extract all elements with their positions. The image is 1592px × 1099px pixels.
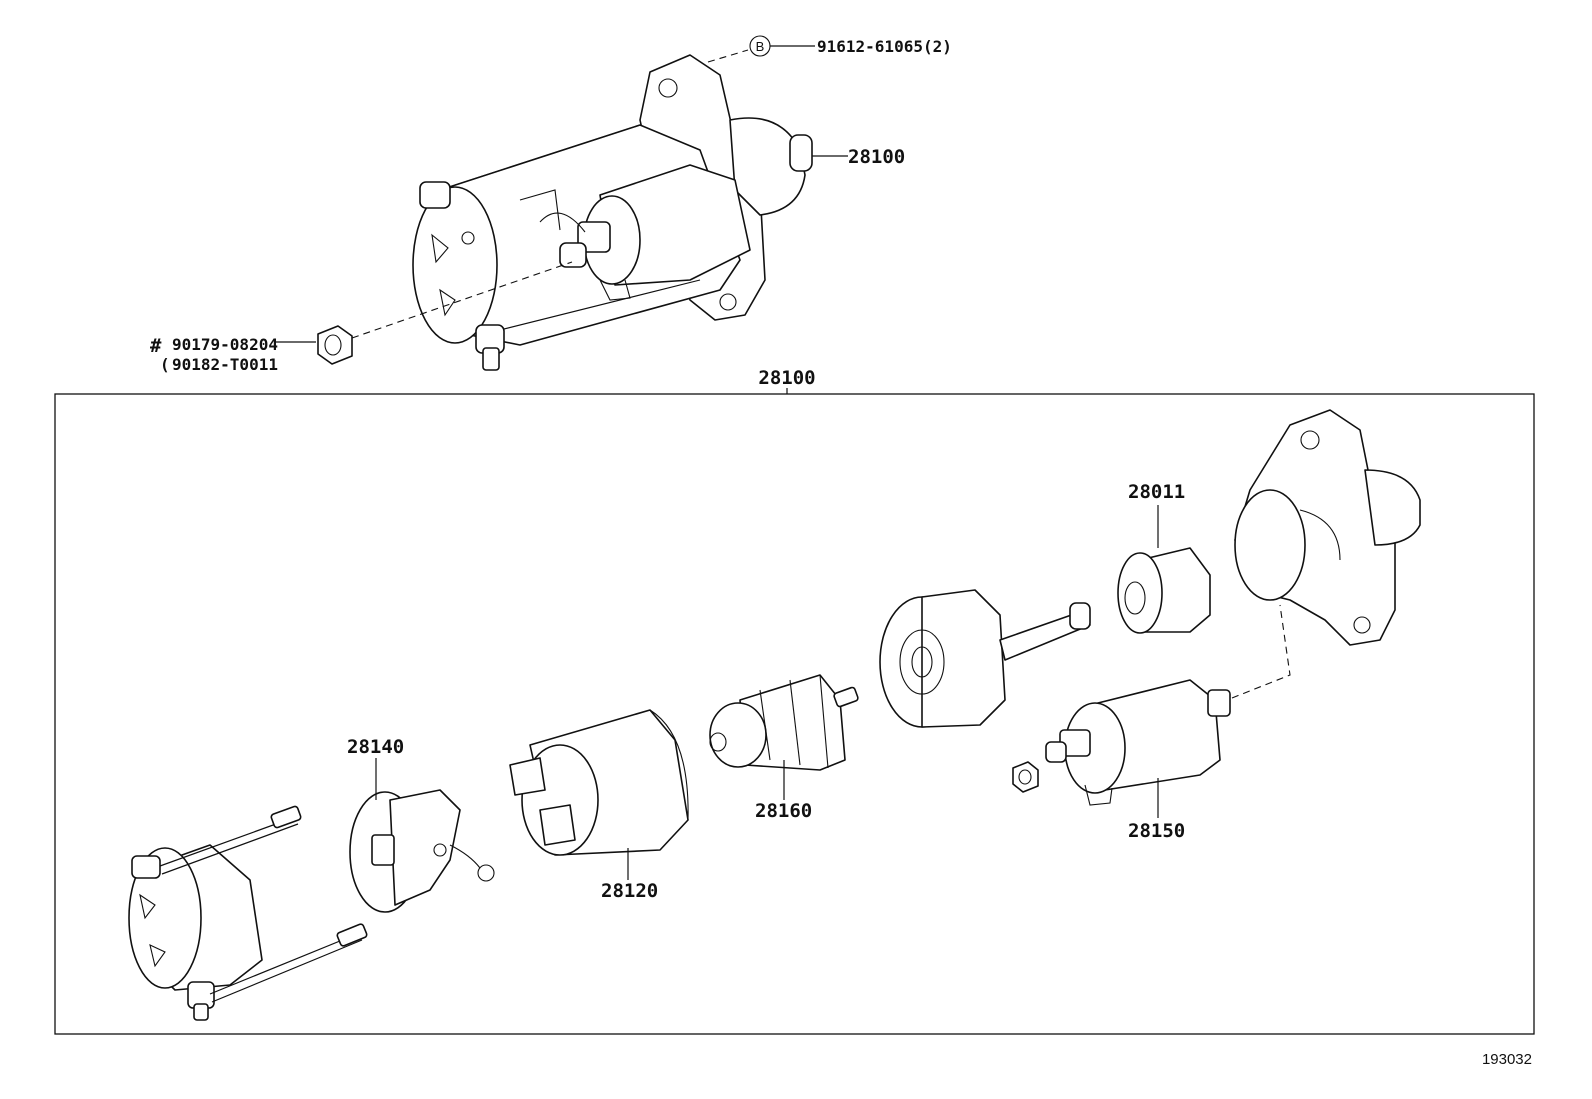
armature-part-number: 28160 xyxy=(755,800,812,822)
bolt-mark: B xyxy=(756,39,765,54)
yoke-assembly: 28120 xyxy=(509,709,689,902)
diagram-reference-number: 193032 xyxy=(1482,1051,1532,1068)
brush-holder: 28140 xyxy=(347,736,495,913)
nut-alt-prefix: ( xyxy=(160,355,170,374)
pinion-clutch: 28011 xyxy=(1117,481,1211,634)
nut-alt-part-number: 90182-T0011 xyxy=(172,355,278,374)
output-shaft-assembly xyxy=(879,589,1091,728)
alignment-line xyxy=(1231,604,1291,699)
terminal-nut xyxy=(1012,761,1039,793)
group-label: 28100 xyxy=(758,367,815,389)
nut-hash-mark: # xyxy=(150,335,162,357)
pinion-clutch-part-number: 28011 xyxy=(1128,481,1185,503)
brush-holder-part-number: 28140 xyxy=(347,736,404,758)
drive-housing xyxy=(1234,409,1421,646)
solenoid-part-number: 28150 xyxy=(1128,820,1185,842)
yoke-part-number: 28120 xyxy=(601,880,658,902)
armature: 28160 xyxy=(709,674,859,822)
nut-part-number: 90179-08204 xyxy=(172,335,278,354)
assembly-part-number: 28100 xyxy=(848,146,905,168)
assembly-callout: 28100 xyxy=(812,146,905,168)
commutator-end-frame xyxy=(128,805,368,1021)
exploded-view-frame xyxy=(54,393,1535,1035)
bolt-callout: B 91612-61065(2) xyxy=(707,35,952,63)
assembled-starter xyxy=(412,54,813,371)
bolt-part-number: 91612-61065(2) xyxy=(817,37,952,56)
magnetic-switch: 28150 xyxy=(1045,679,1231,842)
nut-callout: # 90179-08204 ( 90182-T0011 xyxy=(150,261,573,374)
